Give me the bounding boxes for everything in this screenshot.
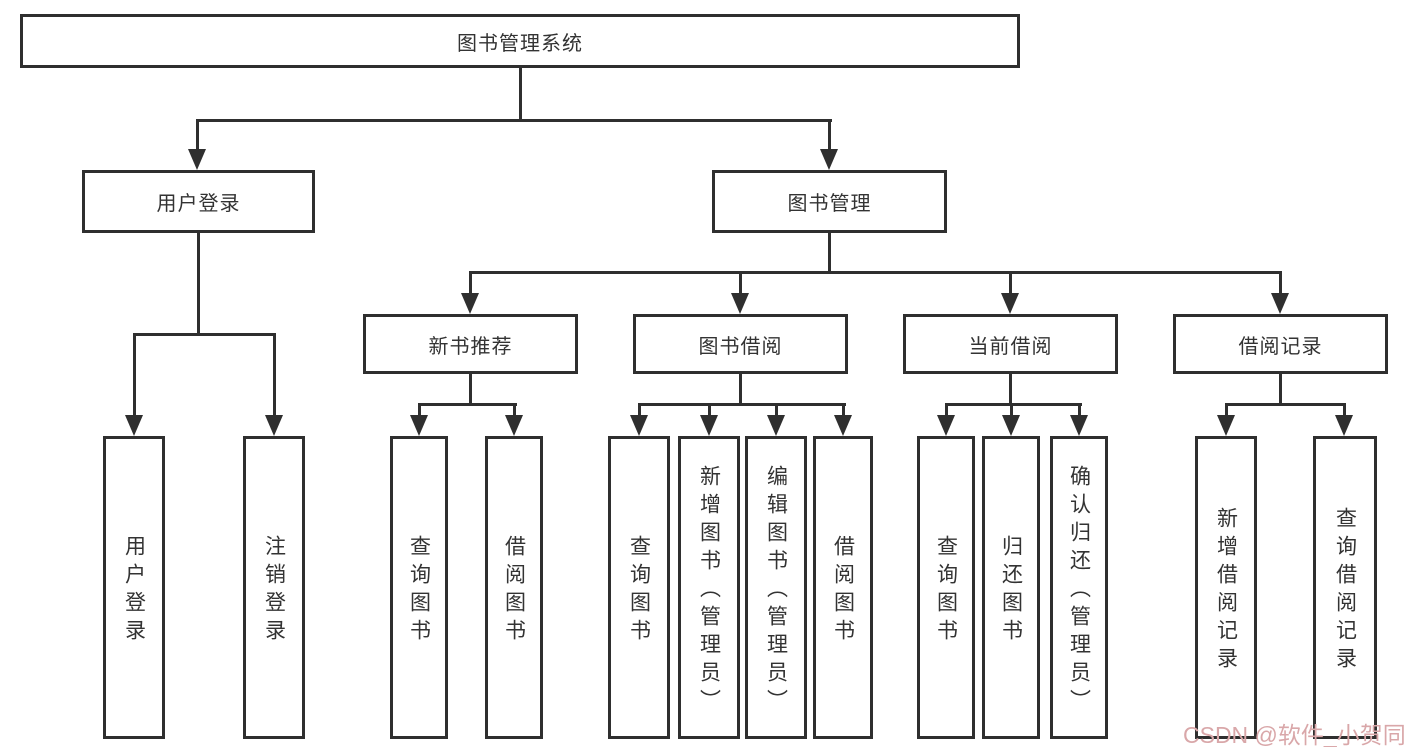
leaf-query-book: 查询图书	[917, 436, 975, 739]
connector-current-borrow-stub	[1009, 373, 1012, 406]
arrow-down-icon	[410, 415, 428, 436]
connector-current-borrow-rail	[945, 403, 1082, 406]
connector-root-stub	[519, 67, 522, 121]
connector-book-borrow-stub	[739, 373, 742, 406]
node-borrow-records: 借阅记录	[1173, 314, 1388, 374]
arrow-down-icon	[1002, 415, 1020, 436]
connector-leaf-drop	[945, 403, 948, 417]
connector-level3-rail	[469, 271, 1282, 274]
arrow-down-icon	[1217, 415, 1235, 436]
leaf-add-borrow-record: 新增借阅记录	[1195, 436, 1257, 739]
connector-leaf-drop	[133, 333, 136, 417]
connector-leaf-drop	[842, 403, 845, 417]
leaf-add-book-admin: 新增图书（管理员）	[678, 436, 740, 739]
arrow-down-icon	[461, 293, 479, 314]
leaf-user-login: 用户登录	[103, 436, 165, 739]
connector-book-mgmt-stub	[828, 232, 831, 274]
connector-leaf-drop	[638, 403, 641, 417]
arrow-down-icon	[265, 415, 283, 436]
arrow-down-icon	[125, 415, 143, 436]
leaf-query-borrow-record: 查询借阅记录	[1313, 436, 1377, 739]
leaf-logout: 注销登录	[243, 436, 305, 739]
arrow-down-icon	[1070, 415, 1088, 436]
arrow-down-icon	[1271, 293, 1289, 314]
connector-level3-drop	[1279, 271, 1282, 295]
leaf-confirm-return-admin: 确认归还（管理员）	[1050, 436, 1108, 739]
connector-leaf-drop	[273, 333, 276, 417]
csdn-watermark: CSDN @软件_小贺同学	[1183, 722, 1405, 747]
leaf-query-book: 查询图书	[608, 436, 670, 739]
connector-user-login-drop	[196, 119, 199, 151]
leaf-query-book: 查询图书	[390, 436, 448, 739]
node-book-borrow: 图书借阅	[633, 314, 848, 374]
connector-leaf-drop	[1010, 403, 1013, 417]
arrow-down-icon	[820, 149, 838, 170]
leaf-return-book: 归还图书	[982, 436, 1040, 739]
arrow-down-icon	[834, 415, 852, 436]
connector-level3-drop	[1009, 271, 1012, 295]
connector-leaf-drop	[1078, 403, 1081, 417]
connector-leaf-drop	[708, 403, 711, 417]
arrow-down-icon	[1335, 415, 1353, 436]
node-new-book-rec: 新书推荐	[363, 314, 578, 374]
connector-leaf-drop	[1343, 403, 1346, 417]
connector-borrow-records-rail	[1225, 403, 1346, 406]
arrow-down-icon	[767, 415, 785, 436]
connector-leaf-drop	[513, 403, 516, 417]
connector-user-login-stub	[197, 232, 200, 335]
connector-leaf-drop	[775, 403, 778, 417]
node-current-borrow: 当前借阅	[903, 314, 1118, 374]
node-user-login: 用户登录	[82, 170, 315, 233]
arrow-down-icon	[731, 293, 749, 314]
connector-borrow-records-stub	[1279, 373, 1282, 406]
connector-level2-rail	[196, 119, 832, 122]
node-root: 图书管理系统	[20, 14, 1020, 68]
leaf-edit-book-admin: 编辑图书（管理员）	[745, 436, 807, 739]
arrow-down-icon	[630, 415, 648, 436]
connector-book-borrow-rail	[638, 403, 846, 406]
leaf-borrow-book: 借阅图书	[813, 436, 873, 739]
leaf-borrow-book: 借阅图书	[485, 436, 543, 739]
connector-level3-drop	[469, 271, 472, 295]
arrow-down-icon	[700, 415, 718, 436]
arrow-down-icon	[188, 149, 206, 170]
connector-book-mgmt-drop	[828, 119, 831, 151]
connector-new-book-rec-rail	[418, 403, 517, 406]
arrow-down-icon	[505, 415, 523, 436]
connector-leaf-drop	[418, 403, 421, 417]
connector-user-login-rail	[133, 333, 276, 336]
connector-leaf-drop	[1225, 403, 1228, 417]
node-book-mgmt: 图书管理	[712, 170, 947, 233]
arrow-down-icon	[1001, 293, 1019, 314]
connector-level3-drop	[739, 271, 742, 295]
arrow-down-icon	[937, 415, 955, 436]
connector-new-book-rec-stub	[469, 373, 472, 406]
